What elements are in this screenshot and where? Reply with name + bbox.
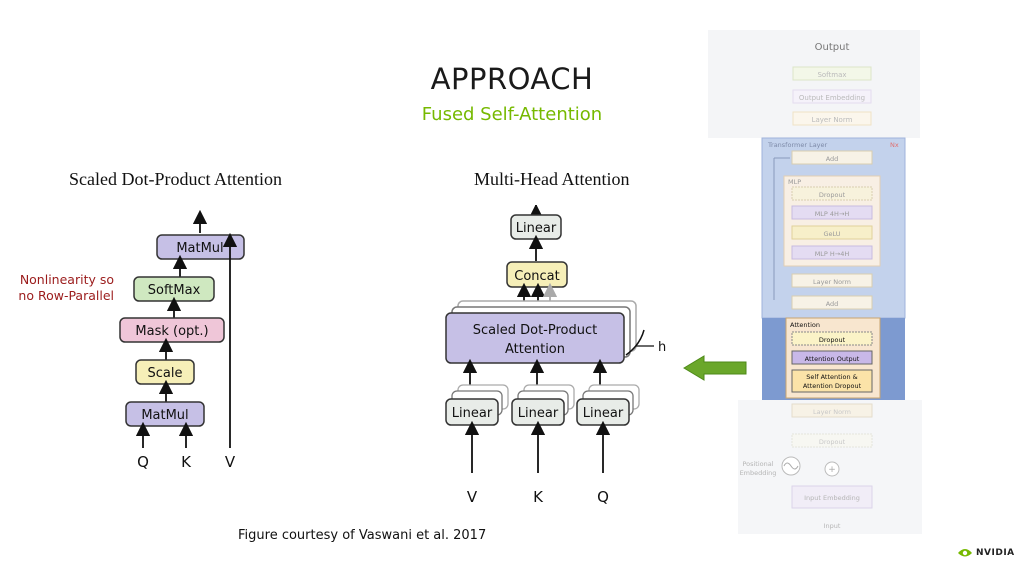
figure-caption: Figure courtesy of Vaswani et al. 2017 — [238, 528, 487, 543]
mha-input-q: Q — [597, 488, 609, 506]
mha-sdpa-line2: Attention — [505, 342, 565, 357]
sdpa-input-v: V — [225, 453, 236, 471]
tf-mlp-4h-h-label: MLP 4H→H — [815, 210, 850, 218]
nvidia-logo: NVIDIA — [957, 547, 1015, 558]
mha-linear-q-block: Linear — [576, 398, 630, 426]
sdpa-matmul-bottom-block: MatMul — [125, 401, 205, 427]
sdpa-matmul-bottom-label: MatMul — [141, 408, 188, 423]
mha-title: Multi-Head Attention — [474, 169, 630, 189]
sdpa-input-q: Q — [137, 453, 149, 471]
sdpa-mask-block: Mask (opt.) — [119, 317, 225, 343]
tf-gelu-label: GeLU — [823, 230, 840, 238]
sdpa-scale-label: Scale — [148, 366, 183, 381]
sdpa-scale-block: Scale — [135, 359, 195, 385]
tf-output-embedding-label: Output Embedding — [799, 94, 865, 102]
tf-transformer-layer-label: Transformer Layer — [767, 141, 828, 149]
tf-softmax-label: Softmax — [817, 71, 846, 79]
tf-layer-norm-mid-label: Layer Norm — [813, 278, 851, 286]
sdpa-mask-label: Mask (opt.) — [135, 324, 208, 339]
sdpa-matmul-top-label: MatMul — [176, 241, 223, 256]
mha-diagram: Linear Concat Scaled Dot-Product Attenti… — [445, 205, 666, 506]
svg-text:+: + — [828, 465, 836, 475]
tf-nx-label: Nx — [890, 141, 899, 149]
tf-add-mid-label: Add — [826, 300, 839, 308]
mha-concat-block: Concat — [506, 261, 568, 288]
tf-input-embedding-label: Input Embedding — [804, 494, 860, 502]
mha-h-label: h — [658, 340, 666, 355]
tf-mlp-label: MLP — [788, 178, 801, 186]
tf-layer-norm-top-label: Layer Norm — [812, 116, 853, 124]
tf-output-label: Output — [815, 42, 850, 53]
tf-dropout-mlp-label: Dropout — [819, 191, 846, 199]
sdpa-input-k: K — [181, 453, 192, 471]
mha-sdpa-line1: Scaled Dot-Product — [473, 323, 597, 338]
mha-linear-v-block: Linear — [445, 398, 499, 426]
tf-attention-label: Attention — [790, 321, 820, 329]
sdpa-softmax-block: SoftMax — [133, 276, 215, 302]
nonlinearity-note: Nonlinearity so no Row-Parallel — [18, 272, 114, 303]
sdpa-diagram: MatMul SoftMax Mask (opt.) Scale MatMul … — [119, 209, 245, 471]
slide-title: APPROACH — [430, 62, 594, 96]
green-left-arrow-icon — [683, 355, 747, 381]
tf-positional-line2: Embedding — [740, 469, 777, 477]
sdpa-softmax-label: SoftMax — [148, 283, 201, 298]
tf-add-top-label: Add — [826, 155, 839, 163]
tf-layer-norm-bottom-label: Layer Norm — [813, 408, 851, 416]
mha-sdpa-block: Scaled Dot-Product Attention — [445, 312, 625, 364]
slide-subtitle: Fused Self-Attention — [421, 104, 603, 125]
sdpa-title: Scaled Dot-Product Attention — [69, 169, 282, 189]
tf-attention-output-label: Attention Output — [805, 355, 860, 363]
tf-mlp-h-4h-label: MLP H→4H — [815, 250, 850, 258]
nvidia-eye-icon — [958, 549, 972, 557]
mha-linear-v-label: Linear — [452, 406, 493, 421]
tf-dropout-bottom-label: Dropout — [819, 438, 846, 446]
mha-concat-label: Concat — [514, 269, 559, 284]
mha-linear-top-block: Linear — [510, 214, 562, 240]
tf-self-attention-line1: Self Attention & — [806, 373, 857, 381]
tf-positional-line1: Positional — [742, 460, 773, 468]
nvidia-logo-text: NVIDIA — [976, 547, 1015, 558]
mha-linear-top-label: Linear — [516, 221, 557, 236]
mha-input-k: K — [533, 488, 544, 506]
mha-linear-k-block: Linear — [511, 398, 565, 426]
mha-linear-q-label: Linear — [583, 406, 624, 421]
tf-self-attention-line2: Attention Dropout — [803, 382, 862, 390]
sdpa-matmul-top-block: MatMul — [156, 234, 245, 260]
mha-linear-k-label: Linear — [518, 406, 559, 421]
mha-input-v: V — [467, 488, 478, 506]
transformer-diagram: Output Softmax Output Embedding Layer No… — [708, 30, 922, 534]
tf-input-label: Input — [824, 522, 841, 530]
tf-dropout-attn-label: Dropout — [819, 336, 846, 344]
